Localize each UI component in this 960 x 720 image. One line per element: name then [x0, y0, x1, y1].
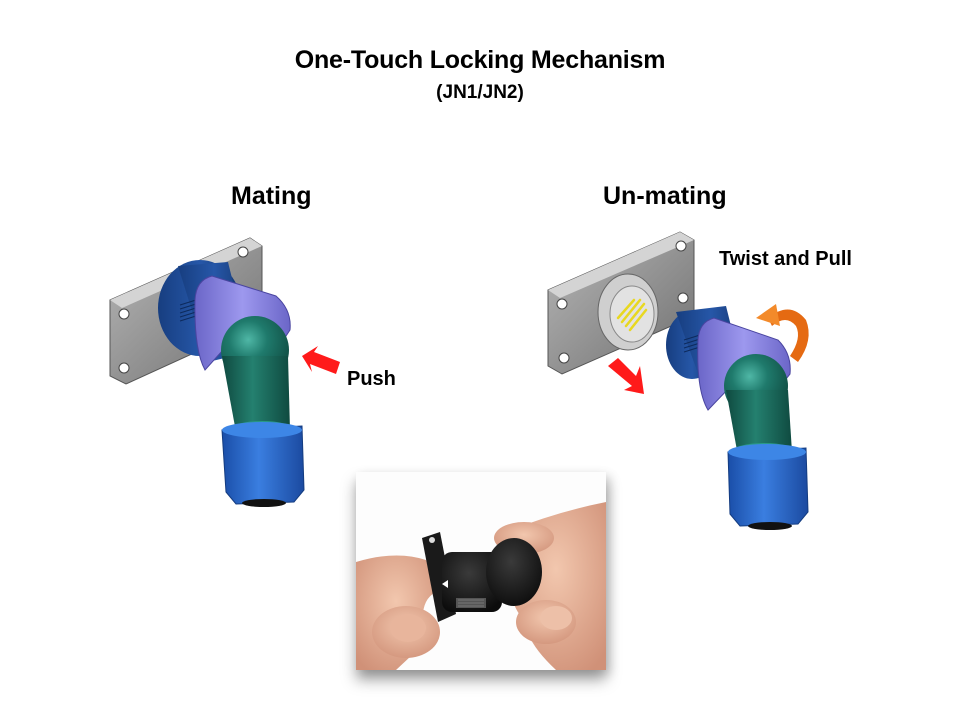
plug-connector: [666, 306, 809, 530]
twist-arrow-icon: [756, 304, 809, 362]
photo-content: [356, 502, 606, 670]
pins-icon: [616, 298, 648, 332]
slide-subtitle: (JN1/JN2): [436, 82, 524, 103]
mated-connector: [109, 237, 305, 507]
push-arrow-icon: [302, 346, 340, 374]
slide-title: One-Touch Locking Mechanism: [294, 46, 666, 74]
receptacle-flange: [547, 231, 695, 375]
mating-heading: Mating: [231, 182, 312, 210]
twist-and-pull-label: Twist and Pull: [719, 248, 852, 270]
push-label: Push: [347, 368, 396, 390]
unmating-heading: Un-mating: [603, 182, 727, 210]
connector-hands-photo: [356, 472, 606, 670]
pull-arrow-icon: [608, 358, 644, 394]
